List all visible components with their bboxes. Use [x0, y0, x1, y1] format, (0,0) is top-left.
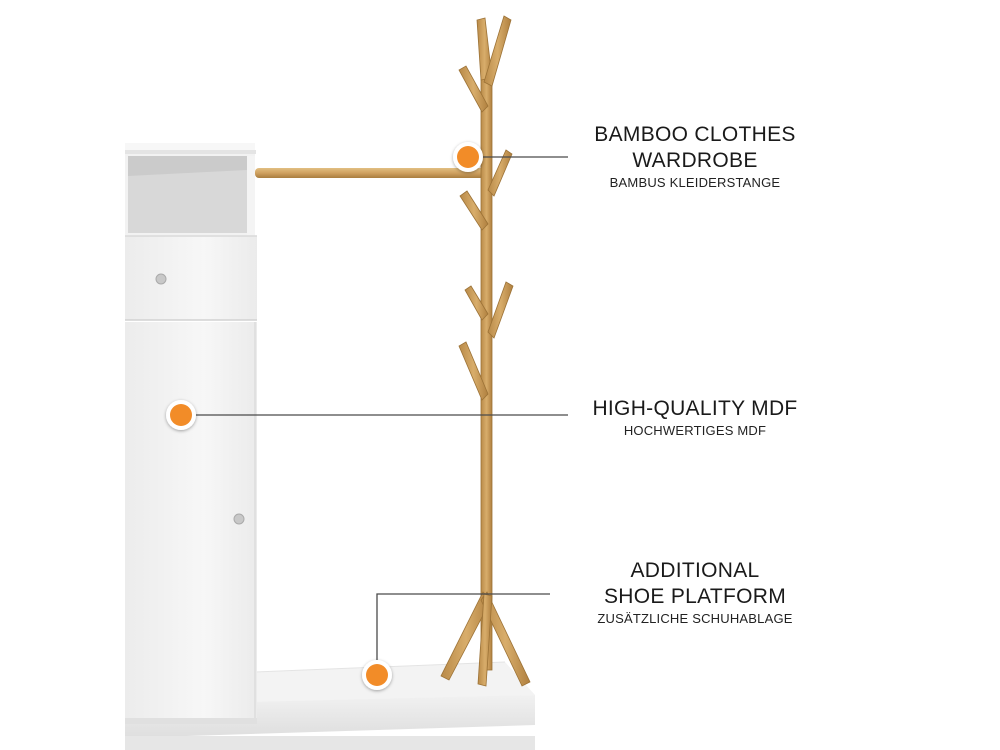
callout-bamboo-subtitle: BAMBUS KLEIDERSTANGE	[609, 175, 781, 190]
door-knob	[233, 513, 245, 525]
bamboo-tree-stand	[440, 15, 531, 687]
leader-line-shoe	[376, 593, 550, 660]
bamboo-rail	[255, 168, 487, 178]
callout-additional-shoe-platform: ADDITIONAL SHOE PLATFORM ZUSÄTZLICHE SCH…	[545, 558, 845, 628]
callout-bamboo-clothes-wardrobe: BAMBOO CLOTHES WARDROBE BAMBUS KLEIDERST…	[560, 122, 830, 192]
callout-mdf-title: HIGH-QUALITY MDF	[592, 397, 798, 420]
white-cabinet	[125, 143, 257, 724]
orange-dot-markers	[166, 142, 483, 690]
callout-mdf-subtitle: HOCHWERTIGES MDF	[623, 423, 767, 438]
callout-shoe-title: ADDITIONAL SHOE PLATFORM	[603, 559, 787, 608]
callout-shoe-subtitle: ZUSÄTZLICHE SCHUHABLAGE	[597, 611, 793, 626]
leader-lines	[195, 156, 568, 660]
callout-bamboo-title: BAMBOO CLOTHES WARDROBE	[594, 123, 796, 172]
drawer-knob	[155, 273, 167, 285]
callout-high-quality-mdf: HIGH-QUALITY MDF HOCHWERTIGES MDF	[560, 396, 830, 440]
